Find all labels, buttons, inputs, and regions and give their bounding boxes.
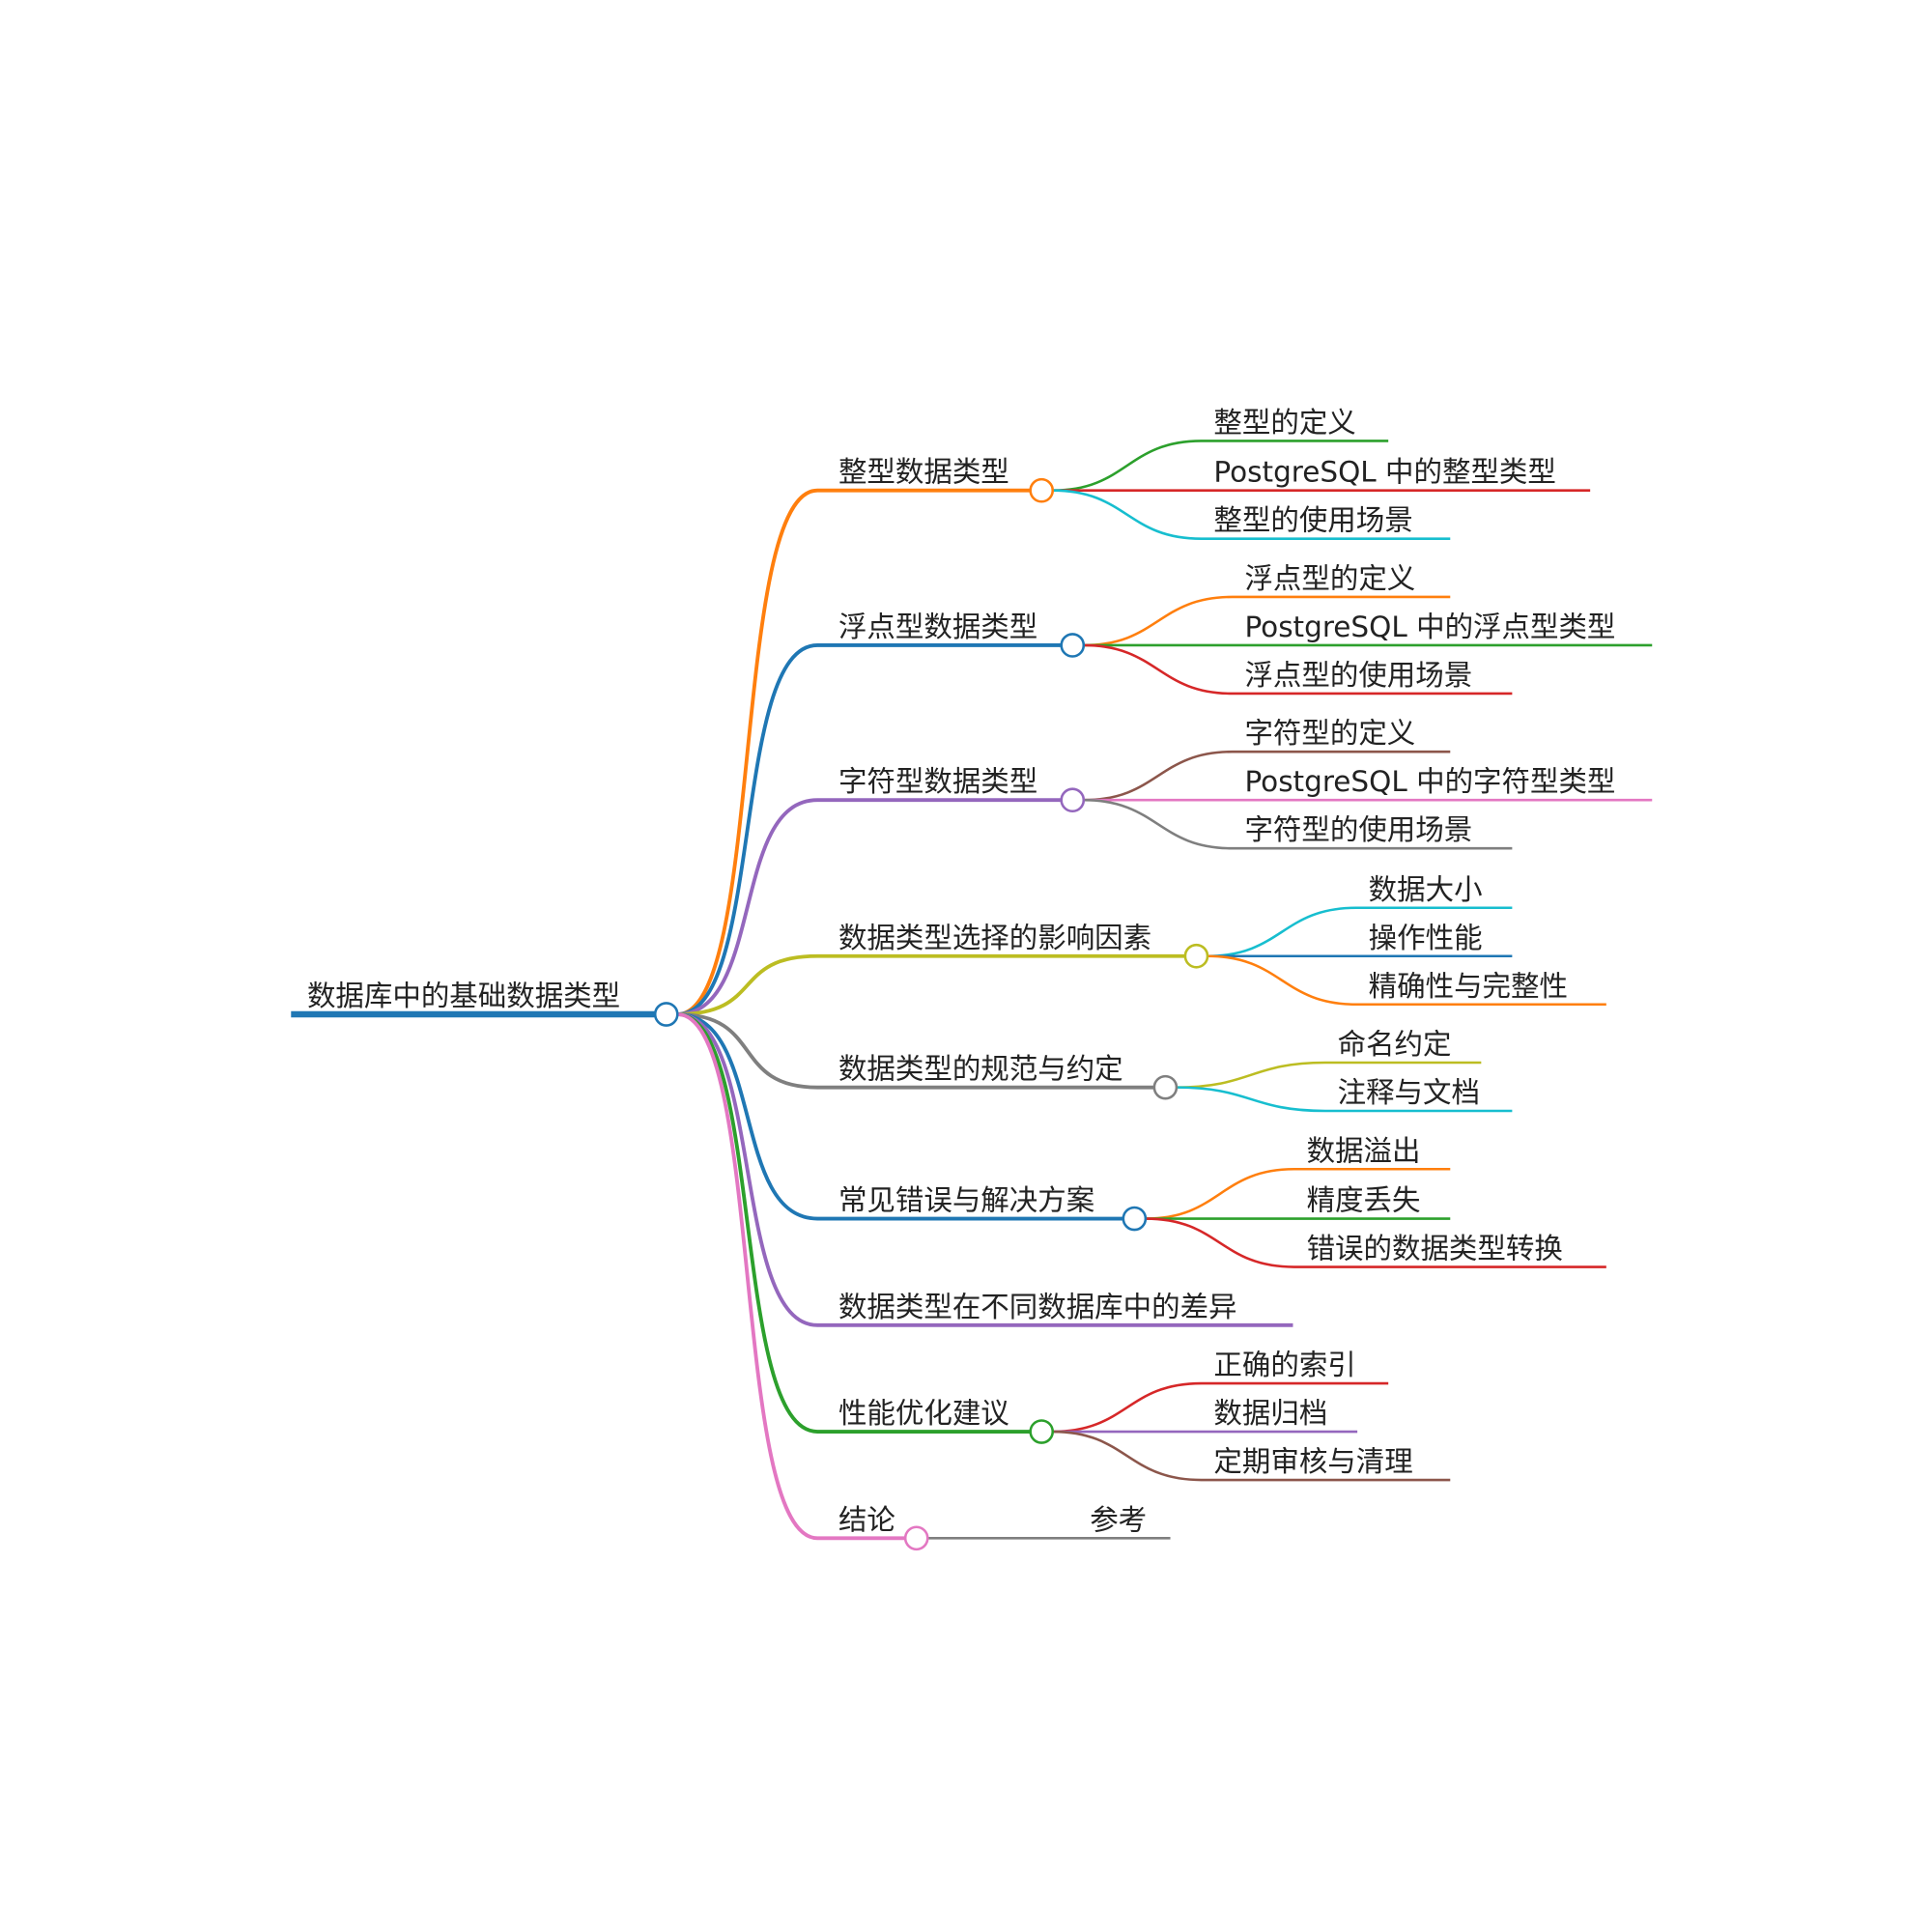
branch-label[interactable]: 浮点型数据类型 — [838, 611, 1037, 643]
child-label[interactable]: 字符型的使用场景 — [1244, 813, 1472, 846]
branch-collapse-toggle[interactable] — [903, 1525, 929, 1551]
child-line — [1176, 1086, 1513, 1113]
branch-collapse-toggle[interactable] — [1029, 1419, 1055, 1444]
branch-line — [677, 1012, 1154, 1090]
child-label[interactable]: 整型的使用场景 — [1213, 504, 1412, 537]
child-label[interactable]: 错误的数据类型转换 — [1307, 1233, 1563, 1265]
branch-label[interactable]: 数据类型的规范与约定 — [838, 1053, 1123, 1086]
branch-line — [677, 1012, 906, 1541]
child-label[interactable]: 精度丢失 — [1307, 1184, 1421, 1217]
root-label[interactable]: 数据库中的基础数据类型 — [307, 980, 620, 1012]
child-line — [1052, 489, 1451, 540]
child-line — [1207, 954, 1606, 1007]
child-label[interactable]: 浮点型的使用场景 — [1244, 659, 1472, 692]
child-label[interactable]: 命名约定 — [1338, 1028, 1452, 1061]
branch-collapse-toggle[interactable] — [1152, 1074, 1179, 1100]
child-label[interactable]: 数据溢出 — [1307, 1134, 1421, 1167]
child-line — [1083, 643, 1513, 696]
child-line — [1176, 1061, 1482, 1089]
branch-line — [677, 488, 1031, 1016]
child-label[interactable]: PostgreSQL 中的浮点型类型 — [1244, 611, 1615, 643]
child-line — [1083, 595, 1451, 647]
child-line — [1207, 906, 1513, 958]
branch-line — [677, 953, 1185, 1016]
child-label[interactable]: PostgreSQL 中的整型类型 — [1213, 456, 1555, 489]
child-label[interactable]: 浮点型的定义 — [1244, 562, 1415, 595]
child-line — [1145, 1217, 1606, 1268]
child-label[interactable]: 字符型的定义 — [1244, 717, 1415, 750]
root-collapse-toggle[interactable] — [653, 1002, 679, 1027]
child-line — [1052, 440, 1389, 492]
child-line — [1083, 750, 1451, 802]
branch-label[interactable]: 数据类型选择的影响因素 — [838, 922, 1151, 954]
branch-label[interactable]: 整型数据类型 — [838, 456, 1009, 489]
branch-line — [677, 643, 1062, 1016]
branch-line — [677, 1012, 1031, 1434]
child-line — [1145, 1167, 1451, 1220]
branch-label[interactable]: 常见错误与解决方案 — [838, 1184, 1094, 1217]
child-label[interactable]: 精确性与完整性 — [1369, 970, 1568, 1003]
branch-collapse-toggle[interactable] — [1029, 477, 1055, 503]
branch-label[interactable]: 结论 — [838, 1503, 895, 1536]
child-label[interactable]: PostgreSQL 中的字符型类型 — [1244, 765, 1615, 798]
branch-collapse-toggle[interactable] — [1060, 633, 1086, 658]
child-label[interactable]: 数据归档 — [1213, 1397, 1327, 1430]
branch-collapse-toggle[interactable] — [1183, 943, 1209, 969]
child-label[interactable]: 定期审核与清理 — [1213, 1445, 1412, 1478]
child-line — [1083, 798, 1513, 850]
branch-line — [677, 1012, 1293, 1327]
child-label[interactable]: 数据大小 — [1369, 873, 1483, 906]
branch-line — [677, 798, 1062, 1016]
child-line — [1052, 1430, 1451, 1482]
branch-label[interactable]: 数据类型在不同数据库中的差异 — [838, 1291, 1237, 1323]
branch-line — [677, 1012, 1123, 1221]
branch-collapse-toggle[interactable] — [1122, 1206, 1148, 1232]
branch-label[interactable]: 性能优化建议 — [838, 1397, 1009, 1430]
child-label[interactable]: 参考 — [1090, 1503, 1147, 1536]
branch-collapse-toggle[interactable] — [1060, 787, 1086, 813]
child-line — [1052, 1381, 1389, 1434]
child-label[interactable]: 正确的索引 — [1213, 1349, 1355, 1381]
branch-label[interactable]: 字符型数据类型 — [838, 765, 1037, 798]
child-label[interactable]: 操作性能 — [1369, 922, 1483, 954]
child-label[interactable]: 整型的定义 — [1213, 406, 1355, 439]
child-label[interactable]: 注释与文档 — [1338, 1076, 1480, 1109]
